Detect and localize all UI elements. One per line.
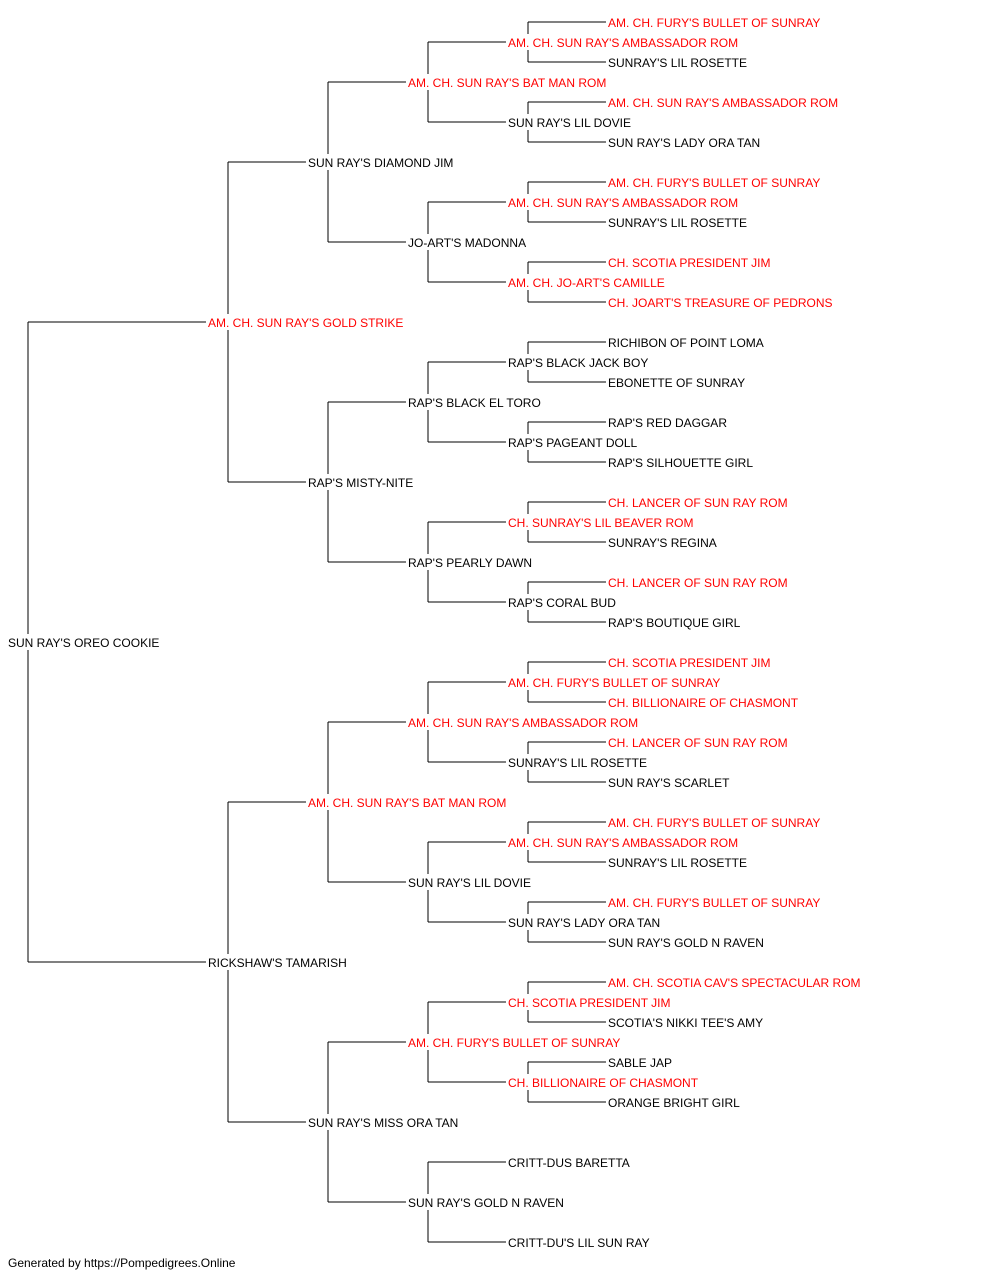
- pedigree-name-sire-sire-sire-sire-sire: AM. CH. FURY'S BULLET OF SUNRAY: [608, 16, 820, 30]
- pedigree-name-dam-sire-dam-dam-sire: AM. CH. FURY'S BULLET OF SUNRAY: [608, 896, 820, 910]
- pedigree-name-dam-dam-sire-sire: CH. SCOTIA PRESIDENT JIM: [508, 996, 670, 1010]
- pedigree-name-sire-dam-sire-dam-sire: RAP'S RED DAGGAR: [608, 416, 727, 430]
- pedigree-name-sire-dam-dam-sire-sire: CH. LANCER OF SUN RAY ROM: [608, 496, 788, 510]
- pedigree-name-sire-sire-dam-dam-sire: CH. SCOTIA PRESIDENT JIM: [608, 256, 770, 270]
- pedigree-name-sire-dam-sire-dam: RAP'S PAGEANT DOLL: [508, 436, 638, 450]
- pedigree-name-sire-dam-sire: RAP'S BLACK EL TORO: [408, 396, 541, 410]
- pedigree-name-dam-sire-sire-sire-sire: CH. SCOTIA PRESIDENT JIM: [608, 656, 770, 670]
- pedigree-name-root: SUN RAY'S OREO COOKIE: [8, 636, 159, 650]
- pedigree-name-sire-sire-dam-sire: AM. CH. SUN RAY'S AMBASSADOR ROM: [508, 196, 738, 210]
- pedigree-name-dam-sire-dam: SUN RAY'S LIL DOVIE: [408, 876, 531, 890]
- pedigree-name-sire-sire-sire: AM. CH. SUN RAY'S BAT MAN ROM: [408, 76, 606, 90]
- pedigree-name-sire-sire-sire-sire-dam: SUNRAY'S LIL ROSETTE: [608, 56, 747, 70]
- pedigree-name-dam-sire-dam-sire: AM. CH. SUN RAY'S AMBASSADOR ROM: [508, 836, 738, 850]
- pedigree-name-sire-dam-sire-dam-dam: RAP'S SILHOUETTE GIRL: [608, 456, 753, 470]
- pedigree-name-dam-sire-sire-sire-dam: CH. BILLIONAIRE OF CHASMONT: [608, 696, 799, 710]
- pedigree-name-sire-sire-sire-dam-sire: AM. CH. SUN RAY'S AMBASSADOR ROM: [608, 96, 838, 110]
- pedigree-name-sire-dam-dam-sire-dam: SUNRAY'S REGINA: [608, 536, 717, 550]
- pedigree-name-sire-dam-dam-sire: CH. SUNRAY'S LIL BEAVER ROM: [508, 516, 693, 530]
- pedigree-name-dam-sire: AM. CH. SUN RAY'S BAT MAN ROM: [308, 796, 506, 810]
- pedigree-name-sire: AM. CH. SUN RAY'S GOLD STRIKE: [208, 316, 403, 330]
- pedigree-name-sire-dam-dam: RAP'S PEARLY DAWN: [408, 556, 532, 570]
- pedigree-name-sire-sire: SUN RAY'S DIAMOND JIM: [308, 156, 453, 170]
- pedigree-name-sire-sire-sire-dam-dam: SUN RAY'S LADY ORA TAN: [608, 136, 760, 150]
- pedigree-name-labels: SUN RAY'S OREO COOKIE AM. CH. SUN RAY'S G…: [8, 16, 861, 1250]
- pedigree-name-dam-dam-sire-dam-dam: ORANGE BRIGHT GIRL: [608, 1096, 740, 1110]
- pedigree-name-dam-dam-sire: AM. CH. FURY'S BULLET OF SUNRAY: [408, 1036, 620, 1050]
- pedigree-name-dam-dam: SUN RAY'S MISS ORA TAN: [308, 1116, 458, 1130]
- pedigree-name-sire-sire-dam: JO-ART'S MADONNA: [408, 236, 526, 250]
- pedigree-name-sire-sire-dam-dam-dam: CH. JOART'S TREASURE OF PEDRONS: [608, 296, 833, 310]
- pedigree-name-sire-sire-dam-sire-dam: SUNRAY'S LIL ROSETTE: [608, 216, 747, 230]
- pedigree-name-sire-sire-dam-dam: AM. CH. JO-ART'S CAMILLE: [508, 276, 665, 290]
- pedigree-name-dam-dam-dam-dam: CRITT-DU'S LIL SUN RAY: [508, 1236, 650, 1250]
- pedigree-name-dam-sire-sire: AM. CH. SUN RAY'S AMBASSADOR ROM: [408, 716, 638, 730]
- pedigree-name-dam-sire-dam-dam-dam: SUN RAY'S GOLD N RAVEN: [608, 936, 764, 950]
- footer-credit: Generated by https://Pompedigrees.Online: [8, 1256, 236, 1270]
- pedigree-name-dam-dam-sire-sire-dam: SCOTIA'S NIKKI TEE'S AMY: [608, 1016, 763, 1030]
- pedigree-connector-lines: [27, 21, 606, 1243]
- pedigree-name-dam-sire-sire-dam-sire: CH. LANCER OF SUN RAY ROM: [608, 736, 788, 750]
- pedigree-name-sire-dam-dam-dam: RAP'S CORAL BUD: [508, 596, 616, 610]
- pedigree-name-sire-sire-sire-sire: AM. CH. SUN RAY'S AMBASSADOR ROM: [508, 36, 738, 50]
- pedigree-name-sire-sire-sire-dam: SUN RAY'S LIL DOVIE: [508, 116, 631, 130]
- pedigree-name-dam: RICKSHAW'S TAMARISH: [208, 956, 347, 970]
- pedigree-name-sire-dam-sire-sire-sire: RICHIBON OF POINT LOMA: [608, 336, 764, 350]
- pedigree-name-dam-dam-sire-dam-sire: SABLE JAP: [608, 1056, 672, 1070]
- pedigree-name-dam-dam-dam: SUN RAY'S GOLD N RAVEN: [408, 1196, 564, 1210]
- pedigree-name-dam-sire-sire-dam: SUNRAY'S LIL ROSETTE: [508, 756, 647, 770]
- pedigree-name-sire-dam-dam-dam-dam: RAP'S BOUTIQUE GIRL: [608, 616, 741, 630]
- pedigree-name-dam-sire-dam-sire-dam: SUNRAY'S LIL ROSETTE: [608, 856, 747, 870]
- pedigree-name-dam-sire-dam-sire-sire: AM. CH. FURY'S BULLET OF SUNRAY: [608, 816, 820, 830]
- pedigree-name-sire-dam-sire-sire: RAP'S BLACK JACK BOY: [508, 356, 648, 370]
- pedigree-name-dam-sire-sire-sire: AM. CH. FURY'S BULLET OF SUNRAY: [508, 676, 720, 690]
- pedigree-name-dam-dam-sire-dam: CH. BILLIONAIRE OF CHASMONT: [508, 1076, 699, 1090]
- pedigree-name-sire-dam-sire-sire-dam: EBONETTE OF SUNRAY: [608, 376, 745, 390]
- pedigree-name-dam-sire-sire-dam-dam: SUN RAY'S SCARLET: [608, 776, 730, 790]
- pedigree-name-dam-dam-dam-sire: CRITT-DUS BARETTA: [508, 1156, 630, 1170]
- pedigree-name-sire-sire-dam-sire-sire: AM. CH. FURY'S BULLET OF SUNRAY: [608, 176, 820, 190]
- pedigree-name-dam-dam-sire-sire-sire: AM. CH. SCOTIA CAV'S SPECTACULAR ROM: [608, 976, 861, 990]
- pedigree-name-sire-dam-dam-dam-sire: CH. LANCER OF SUN RAY ROM: [608, 576, 788, 590]
- pedigree-name-sire-dam: RAP'S MISTY-NITE: [308, 476, 413, 490]
- pedigree-name-dam-sire-dam-dam: SUN RAY'S LADY ORA TAN: [508, 916, 660, 930]
